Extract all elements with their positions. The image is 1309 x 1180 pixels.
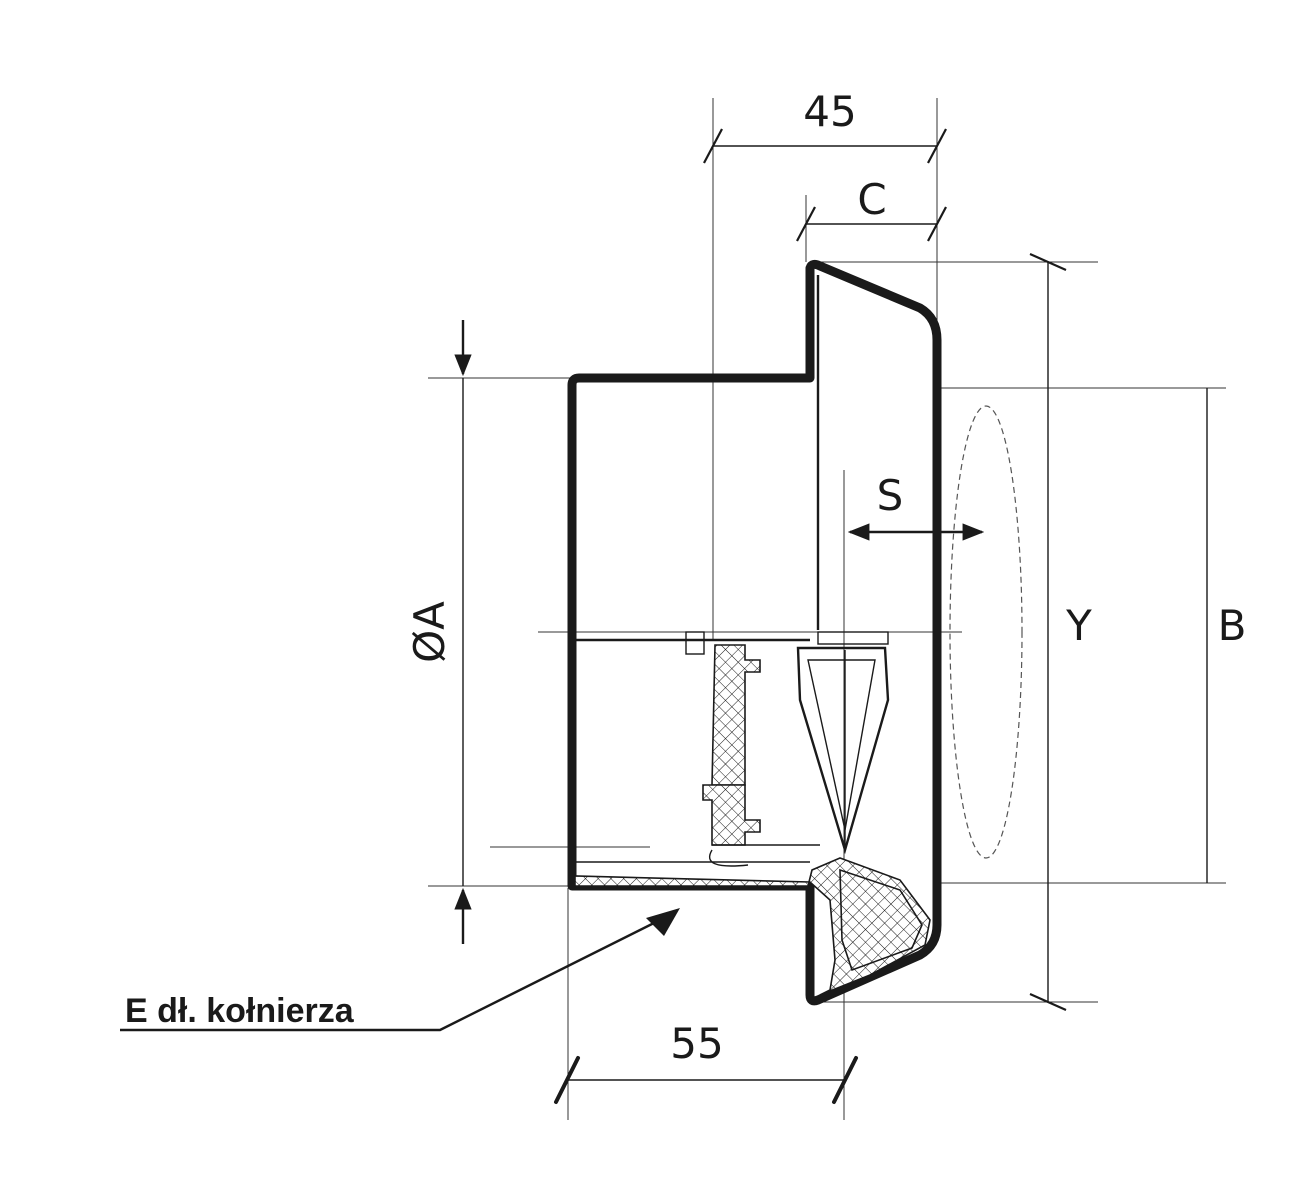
callout-flange-label: E dł. kołnierza [125,992,355,1030]
dimension-s: S [847,471,985,541]
dimension-y: Y [1029,252,1092,1012]
dim-b-label: B [1218,601,1247,650]
dimension-b: B [1206,388,1247,883]
dim-diameter-label: ØA [405,601,454,663]
dim-c-label: C [857,175,886,224]
bottom-section-hatched [574,844,931,996]
dimension-c: C [796,175,947,242]
vent-body-outline [567,259,942,1006]
dim-55-label: 55 [670,1019,723,1068]
dim-s-label: S [877,471,904,520]
extension-lines [428,98,1226,1120]
dimension-55: 55 [554,1019,858,1104]
dimension-diameter-a: ØA [405,320,472,944]
dim-45-label: 45 [803,87,856,136]
spindle-section [702,644,761,867]
inner-plate [575,631,889,655]
callout-flange-length: E dł. kołnierza [120,908,680,1032]
cone-damper [796,646,890,855]
dim-y-label: Y [1065,601,1092,650]
dimension-45: 45 [703,87,947,164]
damper-outline-dashed [949,405,1023,859]
